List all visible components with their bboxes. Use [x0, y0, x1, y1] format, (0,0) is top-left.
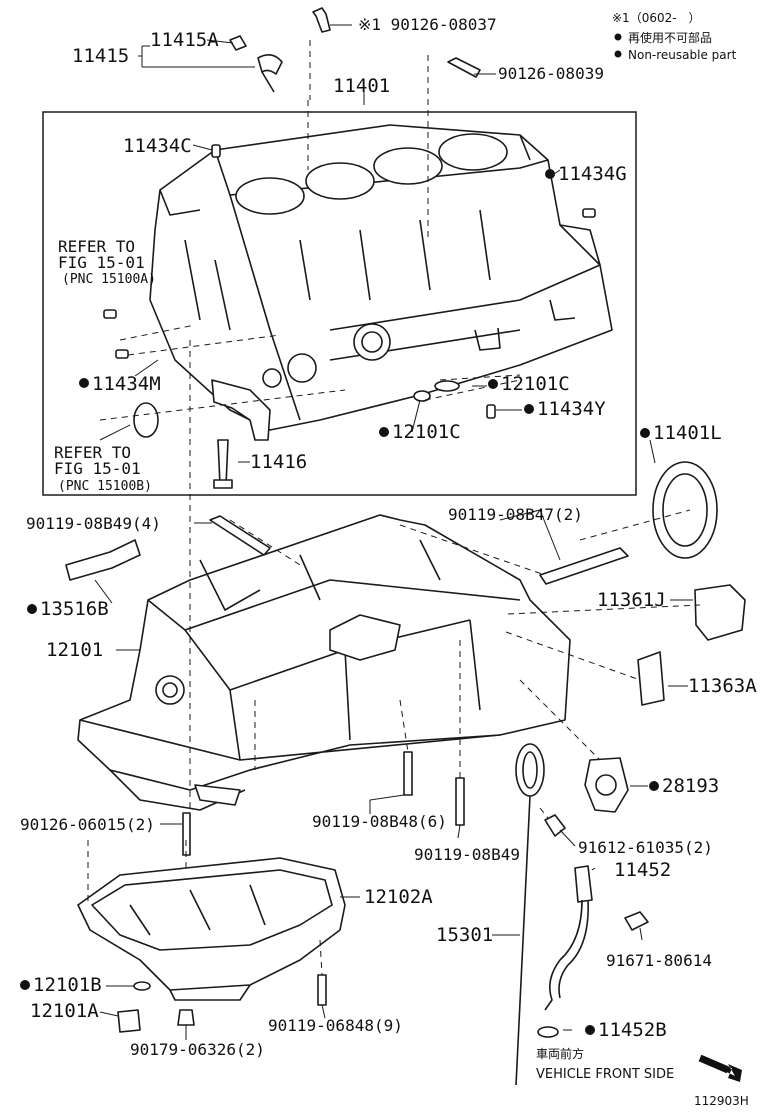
dipstick-guide-drawing [537, 865, 593, 1038]
vehicle-front-jp: 車両前方 [536, 1046, 584, 1061]
label-13516B: 13516B [40, 598, 109, 620]
leader-lines [87, 24, 701, 1040]
legend: ※1（0602- ） 再使用不可部品 Non-reusable part [612, 11, 737, 62]
oil-pan-drawing [77, 857, 346, 1001]
vehicle-front-en: VEHICLE FRONT SIDE [536, 1067, 674, 1082]
label-90126-08039: 90126-08039 [498, 64, 604, 83]
label-12101B: 12101B [33, 974, 102, 996]
vehicle-front-arrow-shaft [698, 1054, 730, 1074]
crankcase-drawing [77, 514, 571, 811]
refer-b-line3: (PNC 15100B) [58, 479, 152, 494]
dipstick-drawing [515, 743, 545, 1086]
non-reusable-dot-icon [649, 781, 659, 791]
diagram-code: 112903H [694, 1094, 749, 1108]
label-90119-08B48-6: 90119-08B48(6) [312, 812, 447, 831]
label-11434M: 11434M [92, 373, 161, 395]
top-bolts [229, 7, 481, 93]
label-11363A: 11363A [688, 675, 757, 697]
label-91612-61035-2: 91612-61035(2) [578, 838, 713, 857]
non-reusable-dot-icon [524, 404, 534, 414]
non-reusable-dot-icon [614, 50, 622, 58]
label-11434C: 11434C [123, 135, 192, 157]
refer-b-line2: FIG 15-01 [54, 459, 141, 478]
non-reusable-dot-icon [488, 379, 498, 389]
label-12101C-a: 12101C [501, 373, 570, 395]
label-90119-08B49-4: 90119-08B49(4) [26, 514, 161, 533]
label-11416: 11416 [250, 451, 307, 473]
label-11434G: 11434G [558, 163, 627, 185]
vehicle-front-arrow-icon [702, 1060, 742, 1082]
label-91671-80614: 91671-80614 [606, 951, 712, 970]
non-reusable-dot-icon [585, 1025, 595, 1035]
label-28193: 28193 [662, 775, 719, 797]
part-labels: 11415 11415A ※1 90126-08037 90126-08039 … [20, 15, 757, 1059]
non-reusable-dot-icon [545, 169, 555, 179]
label-90126-08037: ※1 90126-08037 [358, 15, 497, 34]
non-reusable-dot-icon [640, 428, 650, 438]
legend-line2: 再使用不可部品 [628, 30, 712, 45]
label-11415: 11415 [72, 45, 129, 67]
label-11401: 11401 [333, 75, 390, 97]
label-12102A: 12102A [364, 886, 433, 908]
label-15301: 15301 [436, 924, 493, 946]
label-11452: 11452 [614, 859, 671, 881]
label-11361J: 11361J [597, 589, 666, 611]
label-90179-06326-2: 90179-06326(2) [130, 1040, 265, 1059]
non-reusable-dot-icon [614, 33, 622, 41]
label-90119-08B49: 90119-08B49 [414, 845, 520, 864]
refer-a-line2: FIG 15-01 [58, 253, 145, 272]
lower-bolts [65, 515, 649, 1033]
label-11401L: 11401L [653, 422, 722, 444]
legend-line1: ※1（0602- ） [612, 11, 701, 25]
label-90126-06015-2: 90126-06015(2) [20, 815, 155, 834]
label-12101: 12101 [46, 639, 103, 661]
label-11452B: 11452B [598, 1019, 667, 1041]
label-12101A: 12101A [30, 1000, 99, 1022]
cylinder-block-frame [42, 111, 637, 496]
refer-a-line3: (PNC 15100A) [62, 272, 156, 287]
refer-b-line1: REFER TO [54, 443, 131, 462]
label-12101C-b: 12101C [392, 421, 461, 443]
label-90119-08B47-2: 90119-08B47(2) [448, 505, 583, 524]
cylinder-block-drawing [149, 124, 613, 431]
side-parts [544, 461, 746, 837]
non-reusable-dot-icon [20, 980, 30, 990]
label-11415A: 11415A [150, 29, 219, 51]
non-reusable-dot-icon [27, 604, 37, 614]
non-reusable-dot-icon [79, 378, 89, 388]
legend-line3: Non-reusable part [628, 48, 737, 62]
label-11434Y: 11434Y [537, 398, 606, 420]
refer-a-line1: REFER TO [58, 237, 135, 256]
non-reusable-dot-icon [379, 427, 389, 437]
dowel-pins-upper [103, 144, 596, 489]
label-90119-06848-9: 90119-06848(9) [268, 1016, 403, 1035]
